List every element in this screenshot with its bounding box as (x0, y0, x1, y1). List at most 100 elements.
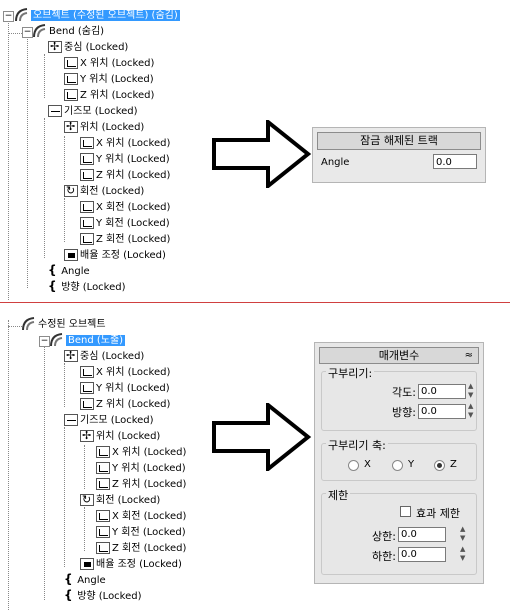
tree-node-center-y[interactable]: Y 위치 (Locked) (80, 381, 170, 397)
tree-node-gizmo-scale[interactable]: 배율 조정 (Locked) (64, 248, 166, 264)
tree-node-gizmo-pos-z[interactable]: Z 위치 (Locked) (80, 168, 170, 184)
tree-line (8, 326, 22, 327)
tree-node-gizmo-rot-z[interactable]: Z 회전 (Locked) (80, 232, 170, 248)
collapse-toggle[interactable]: − (3, 11, 14, 22)
panel-title[interactable]: 매개변수 ≈ (319, 347, 479, 364)
tree-node-center[interactable]: 중심 (Locked) (64, 348, 144, 365)
track-curve-icon (96, 478, 110, 490)
tree-node-gizmo-rot-x[interactable]: X 회전 (Locked) (80, 200, 170, 216)
tree-node-direction[interactable]: 방향 (Locked) (48, 278, 126, 296)
direction-spinner-input[interactable]: 0.0 (418, 404, 466, 419)
tree-node-label: 위치 (Locked) (96, 431, 161, 442)
tree-node-gizmo-pos-x[interactable]: X 위치 (Locked) (96, 445, 186, 461)
tree-line (8, 33, 22, 34)
tree-node-gizmo-rot-z[interactable]: Z 회전 (Locked) (96, 541, 186, 557)
tree-line (64, 198, 65, 242)
bend-group: 구부리기: 각도: 0.0 방향: 0.0 (321, 365, 477, 431)
right-arrow-icon (212, 403, 312, 471)
tree-node-center-x[interactable]: X 위치 (Locked) (80, 365, 170, 381)
tree-node-gizmo-pos-y[interactable]: Y 위치 (Locked) (96, 461, 186, 477)
tree-line (44, 118, 45, 258)
lower-limit-spinner-input[interactable]: 0.0 (398, 547, 446, 562)
tree-node-center[interactable]: 중심 (Locked) (48, 39, 129, 56)
tree-node-gizmo-position[interactable]: 위치 (Locked) (64, 119, 144, 136)
upper-limit-spinner-input[interactable]: 0.0 (398, 527, 446, 542)
tree-line (84, 445, 85, 489)
tree-node-label: Bend (숨김) (49, 26, 105, 37)
axis-x-label: X (364, 459, 371, 470)
tree-node-label: Z 회전 (Locked) (112, 543, 187, 554)
tree-node-label: 수정된 오브젝트 (38, 319, 106, 330)
tree-node-gizmo-rotation[interactable]: 회전 (Locked) (80, 492, 160, 509)
tree-node-gizmo[interactable]: 기즈모 (Locked) (64, 413, 154, 429)
angle-spinner-arrows[interactable] (468, 382, 476, 400)
tree-node-label: X 회전 (Locked) (112, 511, 187, 522)
tree-node-label: X 위치 (Locked) (80, 58, 155, 69)
tree-node-center-x[interactable]: X 위치 (Locked) (64, 56, 154, 72)
tree-node-label: 배율 조정 (Locked) (80, 250, 166, 261)
tree-node-label: Y 위치 (Locked) (96, 383, 170, 394)
tree-line (8, 20, 9, 300)
tree-node-gizmo-position[interactable]: 위치 (Locked) (80, 428, 161, 445)
axis-y-radio[interactable] (392, 460, 403, 471)
tree-node-label: Z 위치 (Locked) (80, 90, 155, 101)
tree-node-label: Y 위치 (Locked) (112, 463, 186, 474)
tree-node-center-z[interactable]: Z 위치 (Locked) (80, 397, 170, 413)
tree-node-gizmo-rot-y[interactable]: Y 회전 (Locked) (96, 525, 186, 541)
tree-node-direction[interactable]: 방향 (Locked) (64, 587, 142, 605)
tree-node-gizmo-pos-x[interactable]: X 위치 (Locked) (80, 136, 170, 152)
collapse-toggle[interactable]: − (22, 27, 33, 38)
tree-node-center-y[interactable]: Y 위치 (Locked) (64, 72, 154, 88)
parameters-panel: 매개변수 ≈ 구부리기: 각도: 0.0 방향: 0.0 구부리기 축: X Y… (314, 342, 484, 584)
upper-limit-label: 상한: (372, 530, 396, 543)
tree-node-label: Z 위치 (Locked) (112, 479, 187, 490)
collapse-toggle[interactable]: − (39, 336, 50, 347)
direction-label: 방향: (392, 406, 416, 419)
tree-line (8, 320, 9, 610)
lower-limit-label: 하한: (372, 550, 396, 563)
axis-z-radio[interactable] (434, 460, 445, 471)
panel-title-label: 매개변수 (378, 349, 420, 362)
track-curve-icon (96, 510, 110, 522)
tree-node-label: Y 위치 (Locked) (96, 154, 170, 165)
track-curve-icon (96, 462, 110, 474)
gizmo-icon (64, 414, 78, 426)
track-curve-icon (80, 398, 94, 410)
tree-node-angle[interactable]: Angle (64, 571, 106, 589)
tree-node-gizmo-rot-y[interactable]: Y 회전 (Locked) (80, 216, 170, 232)
move-icon (48, 39, 62, 55)
scale-icon (80, 558, 94, 570)
tree-line (44, 54, 45, 98)
unlocked-tracks-panel: 잠금 해제된 트랙 Angle 0.0 (312, 127, 486, 183)
tree-node-label: 중심 (Locked) (64, 42, 129, 53)
upper-limit-spinner-arrows[interactable] (460, 525, 468, 543)
tree-node-gizmo[interactable]: 기즈모 (Locked) (48, 104, 138, 120)
tree-node-angle[interactable]: Angle (48, 262, 90, 280)
modified-object-icon (15, 8, 28, 22)
angle-input[interactable]: 0.0 (433, 154, 477, 169)
track-curve-icon (80, 137, 94, 149)
tree-node-gizmo-pos-z[interactable]: Z 위치 (Locked) (96, 477, 186, 493)
tree-node-label: Y 회전 (Locked) (112, 527, 186, 538)
tree-node-label: 오브젝트 (수정된 오브젝트) (숨김) (31, 10, 180, 21)
limit-effect-label: 효과 제한 (416, 507, 460, 520)
angle-spinner-input[interactable]: 0.0 (418, 384, 466, 399)
track-curve-icon (96, 446, 110, 458)
lower-limit-spinner-arrows[interactable] (460, 545, 468, 563)
direction-spinner-arrows[interactable] (468, 402, 476, 420)
axis-x-radio[interactable] (348, 460, 359, 471)
tree-node-label: X 회전 (Locked) (96, 202, 171, 213)
tree-line (64, 136, 65, 180)
bend-modifier-icon (50, 333, 63, 347)
tree-node-gizmo-rot-x[interactable]: X 회전 (Locked) (96, 509, 186, 525)
tree-node-gizmo-rotation[interactable]: 회전 (Locked) (64, 183, 144, 200)
scale-icon (64, 249, 78, 261)
limit-effect-checkbox[interactable] (400, 506, 411, 517)
collapse-icon[interactable]: ≈ (464, 350, 473, 361)
tree-node-gizmo-pos-y[interactable]: Y 위치 (Locked) (80, 152, 170, 168)
tree-node-center-z[interactable]: Z 위치 (Locked) (64, 88, 154, 104)
tree-line (27, 36, 28, 288)
right-arrow-icon (212, 120, 312, 188)
track-curve-icon (80, 169, 94, 181)
tree-node-gizmo-scale[interactable]: 배율 조정 (Locked) (80, 557, 182, 573)
